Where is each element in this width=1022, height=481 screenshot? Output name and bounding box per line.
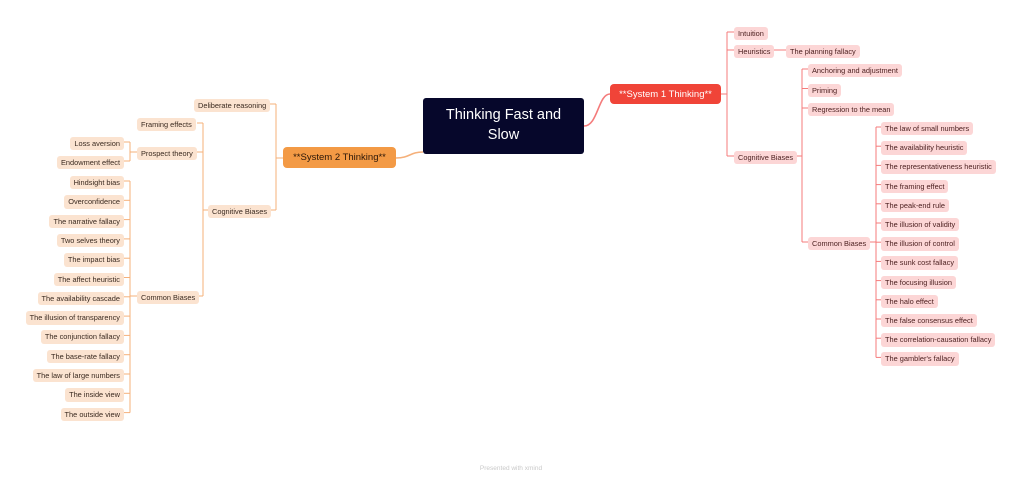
s2-common-bias-item-13[interactable]: The outside view bbox=[60, 407, 124, 421]
s1-common-bias-item-4[interactable]: The framing effect bbox=[881, 179, 949, 193]
s1-common-bias-item-6[interactable]: The illusion of validity bbox=[881, 218, 960, 232]
s1-common-bias-item-11[interactable]: The false consensus effect bbox=[881, 314, 977, 328]
s2-common-bias-item-12[interactable]: The inside view bbox=[65, 388, 124, 402]
s2-common-bias-item-2[interactable]: Overconfidence bbox=[64, 195, 124, 209]
s1-common-bias-item-7[interactable]: The illusion of control bbox=[881, 237, 959, 251]
s2-common-bias-item-8[interactable]: The illusion of transparency bbox=[25, 311, 124, 325]
s1-heuristics[interactable]: Heuristics bbox=[734, 45, 775, 59]
s1-common-bias-item-13[interactable]: The gambler's fallacy bbox=[881, 352, 959, 366]
s2-common-bias-item-9[interactable]: The conjunction fallacy bbox=[40, 330, 124, 344]
system-2-topic[interactable]: **System 2 Thinking** bbox=[283, 147, 396, 168]
s1-common-bias-item-1[interactable]: The law of small numbers bbox=[881, 122, 974, 136]
s1-cognitive-bias-item-1[interactable]: Anchoring and adjustment bbox=[808, 64, 902, 78]
s1-common-bias-item-5[interactable]: The peak-end rule bbox=[881, 198, 949, 213]
s1-intuition[interactable]: Intuition bbox=[734, 27, 768, 41]
s2-prospect-theory[interactable]: Prospect theory bbox=[137, 147, 197, 161]
s2-prospect-item-1[interactable]: Loss aversion bbox=[70, 137, 124, 151]
s1-common-bias-item-10[interactable]: The halo effect bbox=[881, 294, 938, 309]
s2-common-bias-item-1[interactable]: Hindsight bias bbox=[69, 176, 124, 190]
system-1-label: **System 1 Thinking** bbox=[619, 88, 712, 100]
s1-common-bias-item-8[interactable]: The sunk cost fallacy bbox=[881, 256, 959, 270]
s1-common-bias-item-3[interactable]: The representativeness heuristic bbox=[881, 160, 996, 174]
s1-planning-fallacy[interactable]: The planning fallacy bbox=[786, 45, 860, 59]
central-topic[interactable]: Thinking Fast and Slow bbox=[423, 98, 584, 154]
s2-common-bias-item-4[interactable]: Two selves theory bbox=[56, 233, 124, 248]
s1-cognitive-bias-item-3[interactable]: Regression to the mean bbox=[808, 103, 895, 117]
system-2-label: **System 2 Thinking** bbox=[293, 152, 386, 163]
footer-credit: Presented with xmind bbox=[479, 465, 543, 472]
s2-cognitive-biases[interactable]: Cognitive Biases bbox=[208, 205, 272, 219]
s2-common-biases[interactable]: Common Biases bbox=[137, 291, 200, 305]
s1-common-bias-item-9[interactable]: The focusing illusion bbox=[881, 275, 956, 289]
s2-common-bias-item-11[interactable]: The law of large numbers bbox=[32, 369, 124, 383]
s2-common-bias-item-6[interactable]: The affect heuristic bbox=[53, 272, 124, 286]
s2-common-bias-item-3[interactable]: The narrative fallacy bbox=[49, 214, 124, 228]
s2-common-bias-item-5[interactable]: The impact bias bbox=[63, 253, 124, 267]
s1-cognitive-biases[interactable]: Cognitive Biases bbox=[734, 151, 798, 165]
s1-common-bias-item-12[interactable]: The correlation-causation fallacy bbox=[881, 333, 996, 347]
s1-cognitive-bias-item-2[interactable]: Priming bbox=[808, 83, 842, 97]
s2-common-bias-item-7[interactable]: The availability cascade bbox=[37, 291, 124, 306]
s1-common-bias-item-2[interactable]: The availability heuristic bbox=[881, 141, 968, 155]
s2-deliberate-reasoning[interactable]: Deliberate reasoning bbox=[194, 99, 271, 113]
s2-common-bias-item-10[interactable]: The base-rate fallacy bbox=[46, 349, 124, 364]
system-1-topic[interactable]: **System 1 Thinking** bbox=[610, 84, 721, 104]
s2-prospect-item-2[interactable]: Endowment effect bbox=[56, 156, 124, 170]
central-topic-label: Thinking Fast and Slow bbox=[445, 107, 562, 143]
s2-framing-effects[interactable]: Framing effects bbox=[137, 118, 196, 132]
s1-common-biases[interactable]: Common Biases bbox=[808, 237, 871, 251]
